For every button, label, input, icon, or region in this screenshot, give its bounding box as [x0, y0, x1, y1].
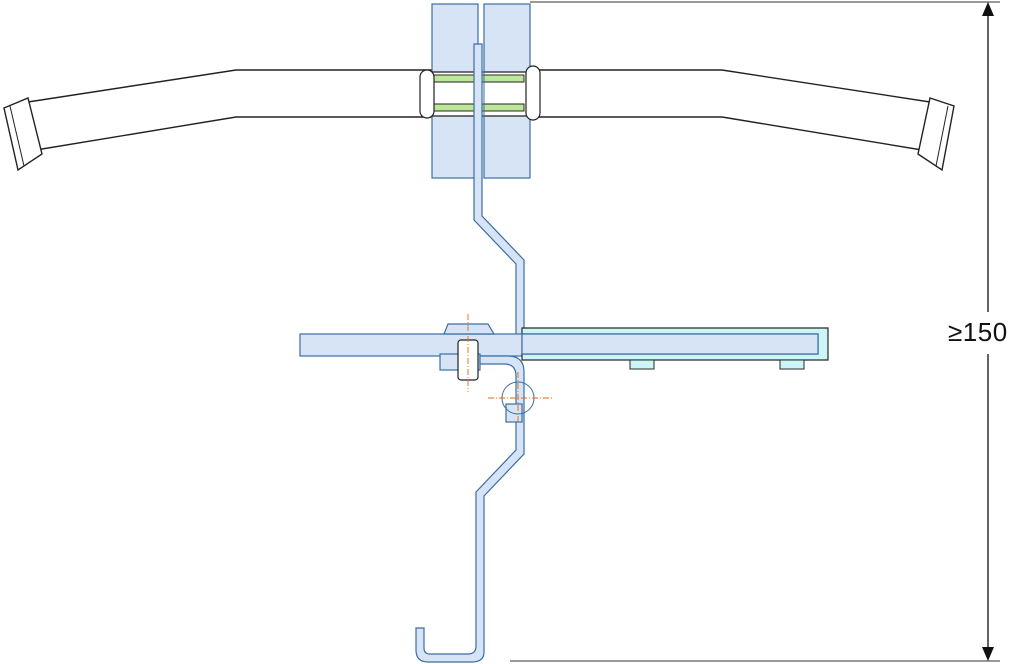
handlebar-right-top-edge — [530, 69, 931, 103]
handlebar-right-bottom-edge — [530, 116, 923, 151]
mount-plate — [299, 333, 523, 357]
clamp-ring-left — [419, 69, 435, 119]
handlebar-left-bottom-edge — [35, 116, 432, 151]
tray-inner — [521, 333, 819, 355]
tray-foot-1 — [629, 359, 655, 370]
dimension-arrow-top — [982, 2, 994, 16]
dimension-line — [982, 2, 994, 661]
handlebar-right-grip — [917, 97, 955, 172]
handlebar-left-grip — [3, 97, 43, 172]
clamp-ring-right — [525, 65, 541, 121]
tray-foot-2 — [779, 359, 805, 370]
handlebar-left-top-edge — [27, 69, 432, 103]
lower-bracket — [415, 355, 525, 663]
bolt-head — [443, 323, 496, 335]
dimension-label: ≥150 — [948, 317, 1008, 347]
dimension-arrow-bottom — [982, 647, 994, 661]
